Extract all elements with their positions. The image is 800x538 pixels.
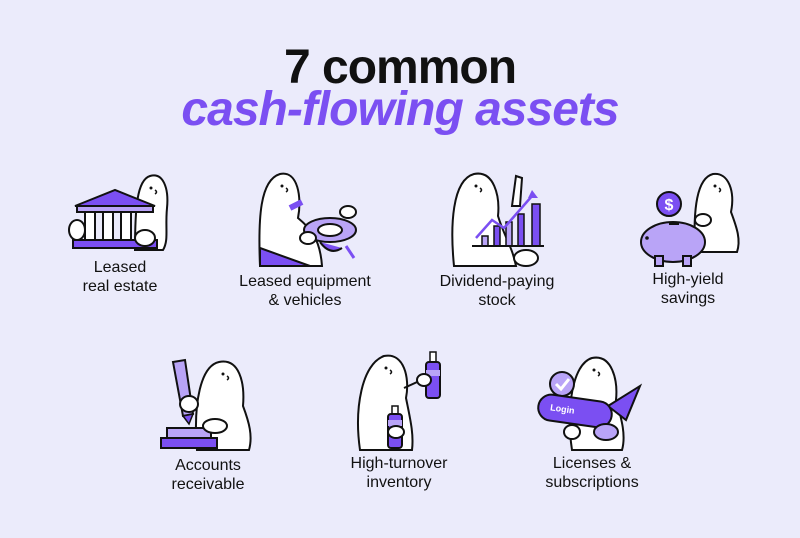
piggy-bank-icon: $	[640, 172, 740, 267]
asset-high-yield-savings: $ High-yield savings	[598, 168, 778, 308]
page-subtitle: cash-flowing assets	[181, 83, 619, 136]
asset-label-line2: inventory	[366, 474, 432, 491]
asset-label-line2: & vehicles	[268, 292, 342, 309]
asset-label-line2: real estate	[82, 278, 158, 295]
asset-licenses-subscriptions: Login Licenses & subscriptions	[502, 350, 682, 492]
asset-label-line1: Leased	[93, 259, 147, 276]
bottles-inventory-icon	[357, 351, 441, 451]
login-ticket-icon: Login	[537, 356, 643, 451]
asset-dividend-stock: Dividend-paying stock	[407, 166, 587, 310]
asset-label-line1: High-turnover	[350, 455, 448, 472]
asset-leased-equipment: Leased equipment & vehicles	[215, 168, 395, 310]
asset-leased-real-estate: Leased real estate	[30, 168, 210, 296]
asset-label-line1: Leased equipment	[239, 273, 371, 290]
asset-label-line2: subscriptions	[545, 474, 639, 491]
asset-label-line1: Accounts	[175, 457, 241, 474]
pen-receipt-icon	[160, 358, 252, 451]
asset-high-turnover-inventory: High-turnover inventory	[309, 348, 489, 492]
asset-label-line2: stock	[478, 292, 516, 309]
asset-label-line2: savings	[660, 290, 716, 307]
asset-label-line2: receivable	[171, 476, 245, 493]
svg-text:$: $	[665, 197, 674, 214]
bank-building-icon	[68, 174, 169, 251]
equipment-vehicle-icon	[258, 172, 357, 267]
asset-label-line1: High-yield	[652, 271, 724, 288]
growth-chart-icon	[451, 172, 544, 267]
asset-label-line1: Licenses &	[552, 455, 632, 472]
asset-label-line1: Dividend-paying	[439, 273, 555, 290]
login-badge-text: Login	[550, 402, 576, 415]
asset-accounts-receivable: Accounts receivable	[118, 352, 298, 494]
page-title: 7 common	[283, 41, 517, 94]
